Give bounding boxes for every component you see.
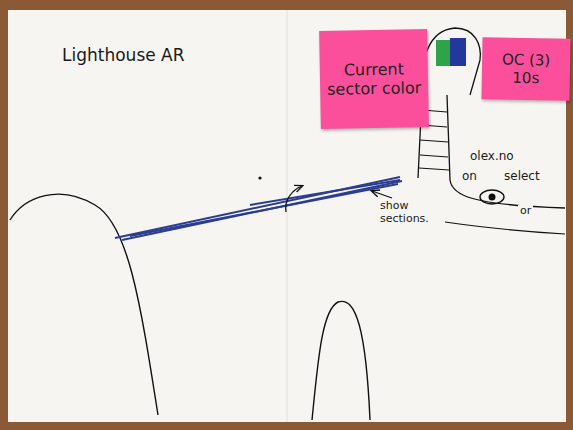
lighthouse-lantern <box>422 28 481 95</box>
rotate-arrow <box>286 186 302 212</box>
eye-pupil <box>489 194 496 201</box>
light-beam <box>115 177 402 240</box>
sketch-title: Lighthouse AR <box>60 46 187 66</box>
sticky-note: OC (3) 10s <box>481 37 570 101</box>
sketch-note: olex.no <box>468 150 516 164</box>
eye-symbol <box>480 190 504 204</box>
sections-arrow <box>372 191 392 198</box>
sticky-note: Current sector color <box>319 29 429 129</box>
sketch-note: select <box>502 170 542 184</box>
coastline <box>10 194 158 415</box>
blue-marker <box>450 38 466 66</box>
note-text: Current sector color <box>326 59 423 99</box>
island-outline <box>312 301 370 420</box>
sketch-note: on <box>460 170 479 184</box>
paper-fold <box>287 10 288 422</box>
shore-line <box>445 222 565 234</box>
dot <box>258 176 261 179</box>
note-text: OC (3) 10s <box>488 50 565 87</box>
sketch-note: or <box>518 205 533 218</box>
green-marker <box>436 40 450 66</box>
shore-wall <box>450 180 565 208</box>
sketch-note: show sections. <box>378 200 444 225</box>
